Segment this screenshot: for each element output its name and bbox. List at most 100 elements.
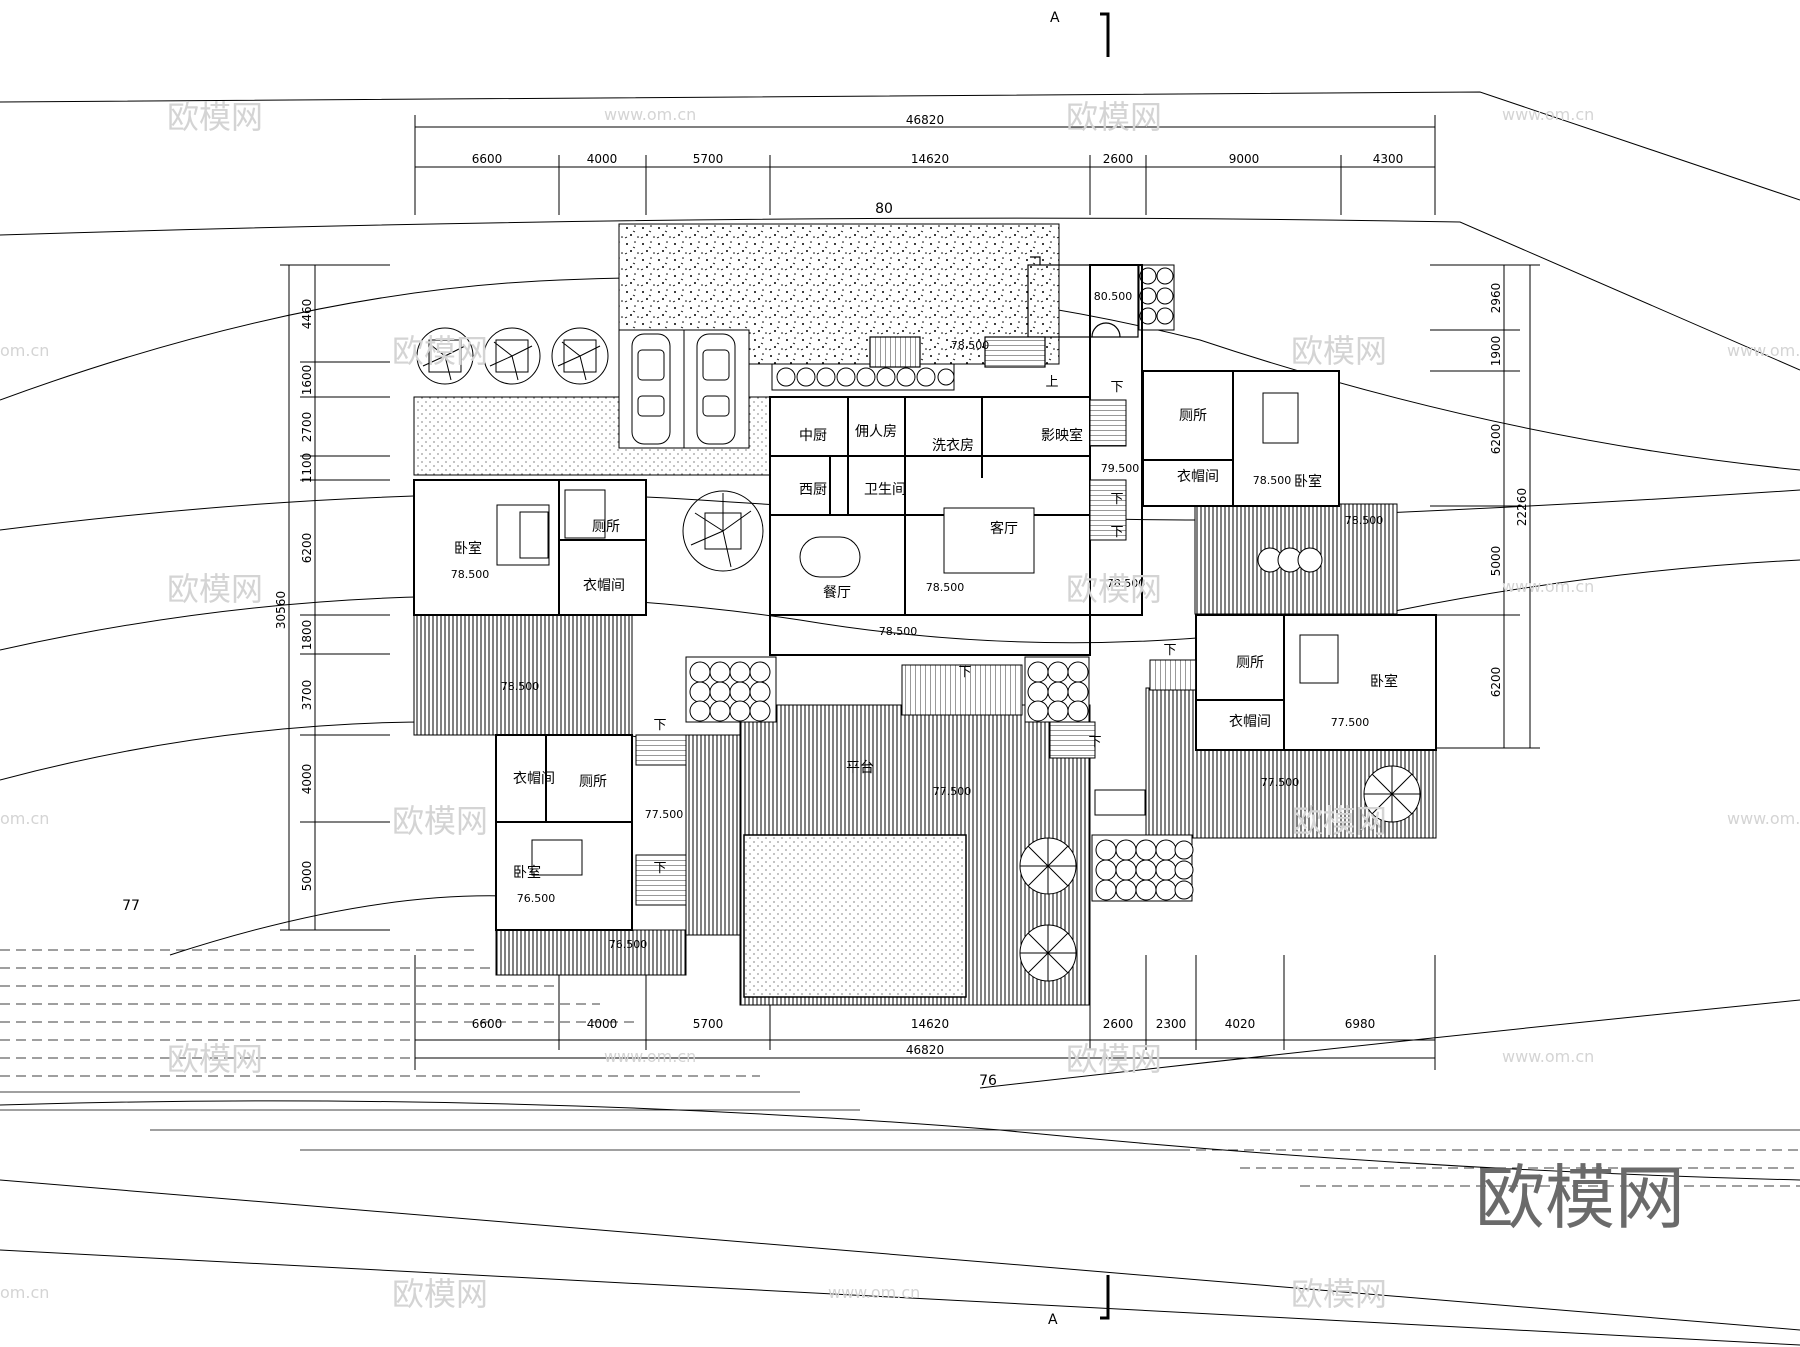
water-hatching [0, 949, 1800, 1187]
elevation-markers: 80.500 78.500 78.500 79.500 78.500 78.50… [451, 290, 1384, 951]
svg-text:A: A [1048, 1312, 1058, 1328]
watermark-url: www.om.cn [828, 1283, 920, 1302]
stair-label-down-3: 下 [1110, 525, 1123, 540]
dim-left-7: 3700 [300, 680, 314, 711]
watermark-url: www.om.cn [1727, 341, 1800, 360]
dim-top-5: 2600 [1103, 152, 1134, 166]
elev-78500-living: 78.500 [926, 581, 965, 594]
dim-left-9: 5000 [300, 861, 314, 892]
watermark-brand: 欧模网 [392, 332, 488, 370]
stair-label-down-7: 下 [1088, 735, 1101, 750]
contour-label-77: 77 [122, 898, 140, 914]
room-label-toilet-left: 厕所 [592, 519, 620, 535]
terrain-contours [0, 91, 1800, 1346]
watermark-brand: 欧模网 [1291, 802, 1387, 840]
elev-80500: 80.500 [1094, 290, 1133, 303]
elev-78500-entry: 78.500 [951, 339, 990, 352]
dimension-lines [280, 115, 1540, 1070]
stair-label-down-6: 下 [653, 861, 666, 876]
elev-77500-stair: 77.500 [645, 808, 684, 821]
room-label-toilet-right-top: 厕所 [1179, 408, 1207, 424]
furniture [496, 392, 1339, 876]
watermark-url: www.om.cn [1727, 809, 1800, 828]
contour-label-76: 76 [979, 1073, 997, 1089]
elev-78500-deck-left: 78.500 [501, 680, 540, 693]
dim-bottom-5: 2600 [1103, 1017, 1134, 1031]
elev-78500-side: 78.500 [1107, 577, 1146, 590]
room-label-cinema: 影映室 [1041, 427, 1083, 444]
room-label-terrace: 平台 [846, 760, 874, 776]
stair-label-down-5: 下 [653, 718, 666, 733]
watermark-logo-large: 欧模网 [1475, 1157, 1685, 1239]
stair-label-up: 上 [1045, 375, 1058, 390]
dim-top-6: 9000 [1229, 152, 1260, 166]
room-label-toilet-lower: 厕所 [579, 774, 607, 790]
dim-bottom-total: 46820 [906, 1043, 944, 1057]
dim-bottom-4: 14620 [911, 1017, 949, 1031]
dim-left-3: 2700 [300, 412, 314, 443]
room-label-cloakroom-right-top: 衣帽间 [1177, 469, 1219, 485]
room-label-toilet-right-lower: 厕所 [1236, 655, 1264, 671]
room-label-living-room: 客厅 [990, 520, 1018, 537]
elev-78500-bedroom-right: 78.500 [1253, 474, 1292, 487]
stair-label-down-1: 下 [1110, 380, 1123, 395]
room-label-bedroom-right-lower: 卧室 [1370, 673, 1398, 690]
dim-top-total: 46820 [906, 113, 944, 127]
room-label-bedroom-lower: 卧室 [513, 864, 541, 881]
watermark-short: om.cn [0, 1283, 49, 1302]
room-label-servant-room: 佣人房 [855, 424, 897, 440]
section-mark-bottom: A [1048, 1275, 1110, 1328]
dim-bottom-7: 4020 [1225, 1017, 1256, 1031]
room-label-chinese-kitchen: 中厨 [799, 428, 827, 444]
svg-text:A: A [1050, 10, 1060, 26]
dim-right-5: 6200 [1489, 667, 1503, 698]
room-label-cloakroom-lower: 衣帽间 [513, 771, 555, 787]
tree-symbols [416, 327, 764, 572]
room-label-dining-room: 餐厅 [823, 585, 851, 601]
dim-left-1: 4460 [300, 299, 314, 330]
watermark-brand: 欧模网 [1291, 1275, 1387, 1313]
stair-label-down-8: 下 [1163, 643, 1176, 658]
room-label-bedroom-left: 卧室 [454, 540, 482, 557]
room-label-laundry: 洗衣房 [932, 438, 974, 454]
dim-right-3: 6200 [1489, 424, 1503, 455]
room-label-cloakroom-right-lower: 衣帽间 [1229, 714, 1271, 730]
dim-bottom-3: 5700 [693, 1017, 724, 1031]
elev-77500-terrace: 77.500 [933, 785, 972, 798]
dim-top-1: 6600 [472, 152, 503, 166]
watermark-url: www.om.cn [1502, 577, 1594, 596]
watermarks: 欧模网 www.om.cn 欧模网 www.om.cn om.cn 欧模网 欧模… [0, 98, 1800, 1313]
elev-76500-deck: 76.500 [609, 938, 648, 951]
watermark-url: www.om.cn [604, 1047, 696, 1066]
stair-direction-labels: 上 下 下 下 下 下 下 下 下 [653, 375, 1176, 876]
dim-right-total: 22260 [1515, 488, 1529, 526]
shrub-clusters [685, 264, 1323, 902]
dim-right-1: 2960 [1489, 283, 1503, 314]
stair-flights [635, 399, 1197, 906]
umbrella-symbols [1019, 765, 1421, 982]
elev-78500-left: 78.500 [451, 568, 490, 581]
parking-spaces [618, 329, 750, 449]
water-solid-lines [0, 1091, 1800, 1151]
dim-left-8: 4000 [300, 764, 314, 795]
dim-top-7: 4300 [1373, 152, 1404, 166]
elev-78500-corridor: 78.500 [879, 625, 918, 638]
room-label-western-kitchen: 西厨 [799, 482, 827, 498]
watermark-brand: 欧模网 [167, 570, 263, 608]
room-label-bedroom-right-top: 卧室 [1294, 473, 1322, 490]
dim-left-5: 6200 [300, 533, 314, 564]
watermark-url: www.om.cn [1502, 1047, 1594, 1066]
elev-78500-deck-right: 78.500 [1345, 514, 1384, 527]
section-mark-top: A [1050, 10, 1110, 57]
room-label-washroom: 卫生间 [864, 482, 906, 498]
dim-bottom-2: 4000 [587, 1017, 618, 1031]
entry-block [869, 256, 1139, 368]
elev-76500-bedroom: 76.500 [517, 892, 556, 905]
elev-77500-deck-right-lower: 77.500 [1261, 776, 1300, 789]
dim-right-4: 5000 [1489, 546, 1503, 577]
watermark-url: www.om.cn [604, 105, 696, 124]
dim-bottom-1: 6600 [472, 1017, 503, 1031]
dim-left-4: 1100 [300, 453, 314, 484]
dim-left-2: 1600 [300, 365, 314, 396]
